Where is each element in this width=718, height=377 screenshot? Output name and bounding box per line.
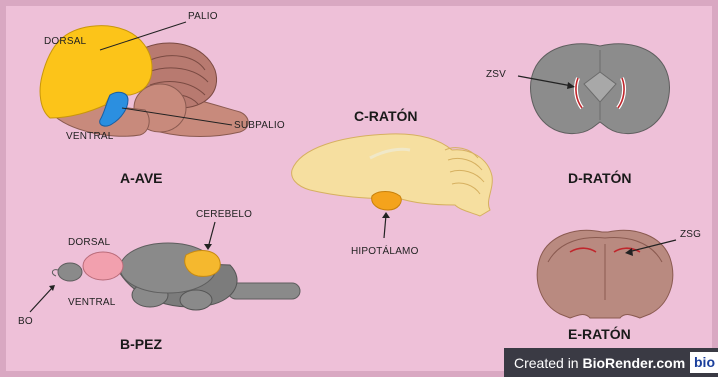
label-cerebelo: CEREBELO [196,209,252,220]
label-zsg: ZSG [680,229,701,240]
watermark-text: Created in BioRender.com [504,355,685,371]
mouse-coronal-brown [537,230,676,318]
fish-cerebellum [185,251,221,277]
caption-a-ave: A-AVE [120,170,163,186]
label-ventral-bird: VENTRAL [66,131,114,142]
caption-d-raton: D-RATÓN [568,170,632,186]
fish-olfactory-nerve [52,270,58,276]
caption-e-raton: E-RATÓN [568,326,631,342]
fish-olfactory-bulb [58,263,82,281]
hipotalamo-arrow [384,215,386,238]
biorender-watermark[interactable]: Created in BioRender.com bio [504,348,718,377]
fish-inferior-lobe [180,290,212,310]
bo-arrow [30,288,52,312]
label-subpalio: SUBPALIO [234,120,285,131]
watermark-brand: BioRender.com [582,355,685,371]
label-ventral-fish: VENTRAL [68,297,116,308]
fish-telencephalon [83,252,123,280]
mouse-sagittal-brain [292,134,493,238]
label-dorsal-bird: DORSAL [44,36,86,47]
label-dorsal-fish: DORSAL [68,237,110,248]
biorender-logo: bio [690,352,718,373]
mouse-coronal-gray [518,44,669,134]
caption-c-raton: C-RATÓN [354,108,418,124]
hipotalamo-arrowhead [382,212,390,218]
fish-spinal-cord [228,283,300,299]
label-palio: PALIO [188,11,218,22]
watermark-prefix: Created in [514,355,582,371]
mouse-hypothalamus [372,192,402,211]
label-hipotalamo: HIPOTÁLAMO [351,246,419,257]
cerebelo-arrowhead [204,244,212,250]
label-zsv: ZSV [486,69,506,80]
label-bo: BO [18,316,33,327]
caption-b-pez: B-PEZ [120,336,162,352]
